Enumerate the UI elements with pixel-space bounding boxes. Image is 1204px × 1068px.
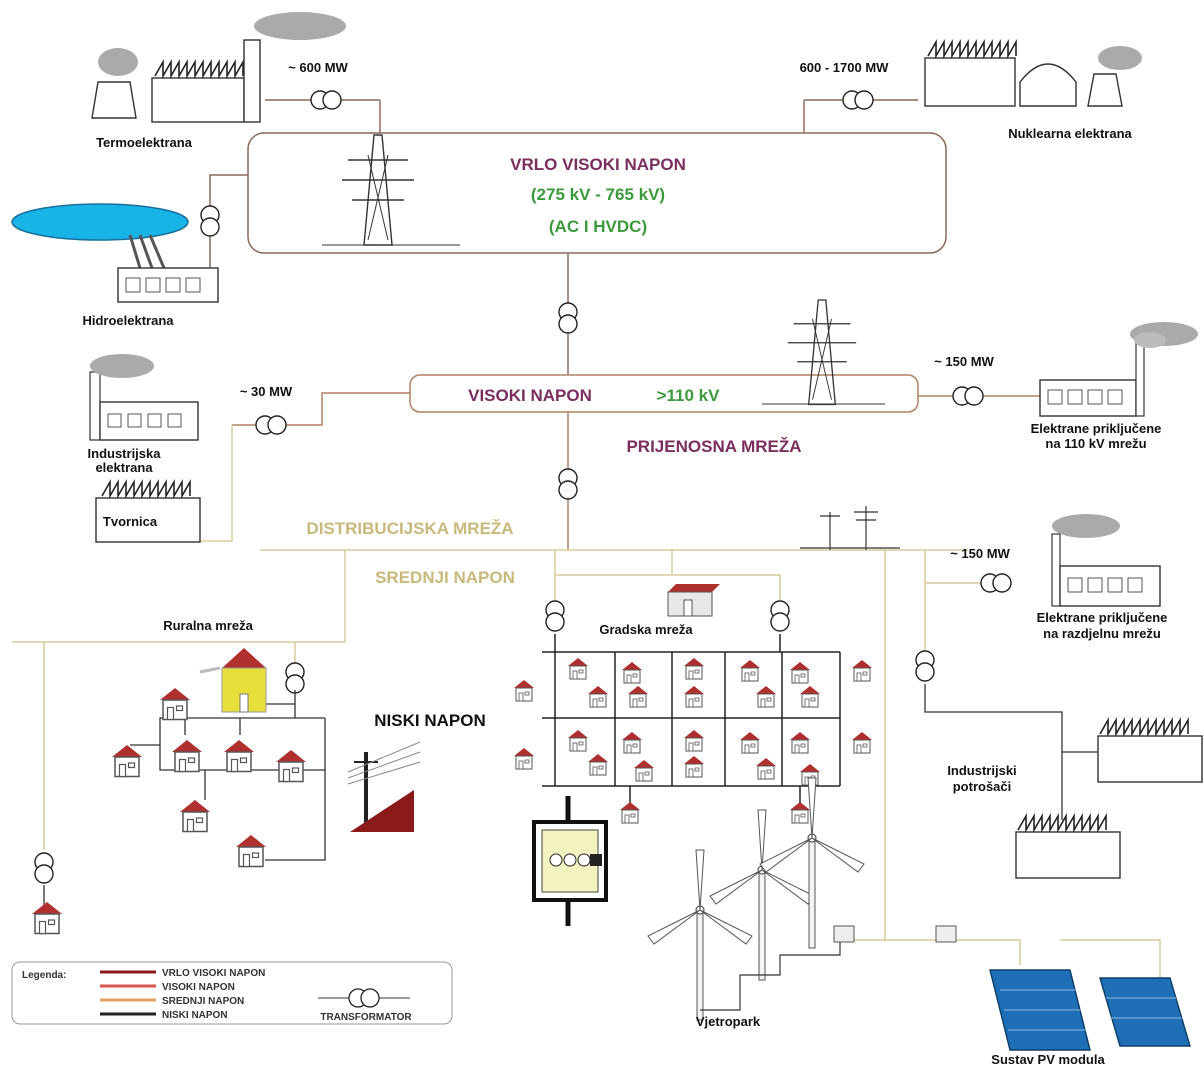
hydro-plant-label: Hidroelektrana (82, 313, 174, 328)
industrial-plant-icon (89, 354, 199, 441)
hydro-transformer-icon (200, 205, 220, 237)
hv-title: VISOKI NAPON (468, 386, 592, 405)
industrial-power-label: ~ 30 MW (240, 384, 293, 399)
plants-distribution-icon (1051, 514, 1161, 607)
low-voltage-pole-icon (347, 741, 421, 832)
factory-label: Tvornica (103, 514, 158, 529)
industrial-consumers-label-1: Industrijski (947, 763, 1016, 778)
nuclear-plant-icon (924, 41, 1142, 107)
plants-110kv-icon (1039, 321, 1199, 417)
legend: Legenda: VRLO VISOKI NAPON VISOKI NAPON … (11, 961, 453, 1025)
plantsdist-transformer-icon (980, 573, 1012, 593)
rural-transformer-icon (285, 662, 305, 694)
legend-item-evhv: VRLO VISOKI NAPON (162, 968, 265, 979)
medium-voltage-label: SREDNJI NAPON (375, 568, 515, 587)
grid-lines (12, 99, 1161, 990)
plants-dist-label-1: Elektrane priključene (1037, 610, 1168, 625)
legend-transformer-label: TRANSFORMATOR (320, 1012, 412, 1023)
hydro-plant-icon (11, 203, 219, 303)
legend-title: Legenda: (22, 970, 66, 981)
house-icon (171, 739, 203, 773)
low-voltage-label: NISKI NAPON (374, 711, 485, 730)
wind-park-label: Vjetropark (696, 1014, 761, 1029)
urban-left-transformer-icon (545, 600, 565, 632)
hv-mv-transformer-icon (558, 468, 578, 500)
pv-system-label: Sustav PV modula (991, 1052, 1105, 1067)
legend-item-hv: VISOKI NAPON (162, 982, 235, 993)
industrial-consumers-label-2: potrošači (953, 779, 1012, 794)
urban-substation-icon (667, 584, 720, 617)
thermo-transformer-icon (310, 90, 342, 110)
evhv-range: (275 kV - 765 kV) (531, 185, 665, 204)
hv-range: >110 kV (657, 386, 721, 405)
transmission-label: PRIJENOSNA MREŽA (626, 437, 801, 456)
hv-block: VISOKI NAPON >110 kV (409, 299, 919, 413)
windmill-house-icon (199, 648, 267, 713)
urban-grid (542, 634, 841, 808)
house-icon (159, 687, 191, 721)
industrial-plant-label-2: elektrana (95, 460, 153, 475)
industrial-plant-label-1: Industrijska (88, 446, 162, 461)
rural-houses (31, 687, 307, 935)
nuclear-plant-label: Nuklearna elektrana (1008, 126, 1132, 141)
plants-110-label-1: Elektrane priključene (1031, 421, 1162, 436)
legend-item-mv: SREDNJI NAPON (162, 996, 244, 1007)
industrial-consumers-icon (924, 684, 1203, 879)
plants-110-label-2: na 110 kV mrežu (1045, 436, 1146, 451)
house-icon (235, 834, 267, 868)
pv-system-icon (989, 969, 1191, 1051)
plants-110-power-label: ~ 150 MW (934, 354, 994, 369)
single-house-transformer-icon (34, 852, 54, 884)
house-icon (179, 799, 211, 833)
house-icon (223, 739, 255, 773)
evhv-block: VRLO VISOKI NAPON (275 kV - 765 kV) (AC … (247, 132, 947, 254)
rural-network-label: Ruralna mreža (163, 618, 253, 633)
ehv-hv-transformer-icon (558, 302, 578, 334)
industrial-transformer-icon (255, 415, 287, 435)
urban-right-transformer-icon (770, 600, 790, 632)
thermal-plant-icon (91, 12, 346, 123)
house-icon (275, 749, 307, 783)
legend-item-lv: NISKI NAPON (162, 1010, 228, 1021)
wind-park-icon (647, 777, 957, 1021)
nuclear-power-label: 600 - 1700 MW (800, 60, 890, 75)
distribution-poles-icon (800, 506, 900, 550)
nuclear-transformer-icon (842, 90, 874, 110)
plants110-transformer-icon (952, 386, 984, 406)
plants-dist-power-label: ~ 150 MW (950, 546, 1010, 561)
evhv-title: VRLO VISOKI NAPON (510, 155, 686, 174)
switchgear-icon (532, 796, 608, 926)
thermo-power-label: ~ 600 MW (288, 60, 348, 75)
rural-network (43, 684, 326, 905)
thermo-plant-label: Termoelektrana (96, 135, 193, 150)
urban-network-label: Gradska mreža (599, 622, 693, 637)
evhv-type: (AC I HVDC) (549, 217, 647, 236)
house-icon (111, 744, 143, 778)
plants-dist-label-2: na razdjelnu mrežu (1043, 626, 1161, 641)
factory-icon (95, 481, 201, 543)
distribution-label: DISTRIBUCIJSKA MREŽA (306, 519, 513, 538)
industrial-consumers-transformer-icon (915, 650, 935, 682)
house-icon (31, 901, 63, 935)
